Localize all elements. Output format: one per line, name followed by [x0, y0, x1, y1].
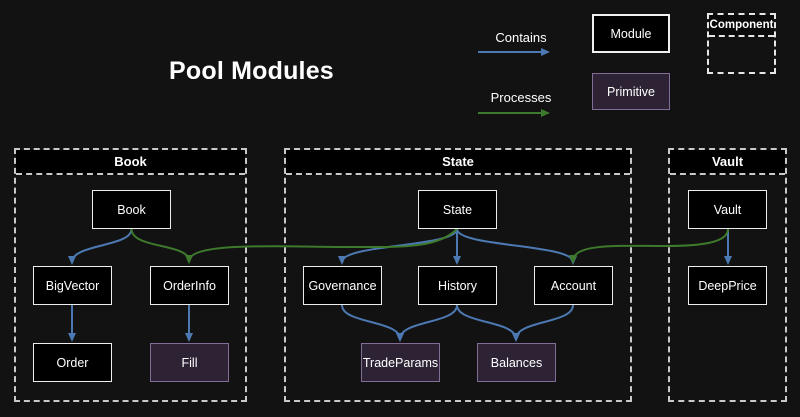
- node-order: Order: [33, 343, 112, 382]
- node-fill-label: Fill: [181, 355, 198, 370]
- container-book: Book: [14, 148, 247, 402]
- node-orderinfo: OrderInfo: [150, 266, 229, 305]
- legend-contains-label: Contains: [495, 30, 547, 45]
- legend-module-swatch: Module: [592, 14, 670, 53]
- edge-account-balances: [512, 304, 574, 342]
- node-history-label: History: [438, 278, 477, 293]
- legend-processes-label: Processes: [490, 90, 552, 105]
- node-balances: Balances: [477, 343, 556, 382]
- legend-module-label: Module: [610, 26, 652, 41]
- node-state-label: State: [442, 202, 473, 217]
- edge-state-account: [456, 228, 577, 265]
- node-tradeparams: TradeParams: [361, 343, 440, 382]
- node-governance-label: Governance: [308, 278, 377, 293]
- node-order-label: Order: [56, 355, 89, 370]
- legend-component-swatch: Component: [707, 13, 776, 74]
- legend-component-label: Component: [709, 15, 774, 37]
- page-title: Pool Modules: [169, 57, 334, 85]
- node-bigvector-label: BigVector: [45, 278, 100, 293]
- container-state: State: [284, 148, 632, 402]
- node-vault-label: Vault: [713, 202, 742, 217]
- container-state-title: State: [286, 150, 630, 175]
- node-vault: Vault: [688, 190, 767, 229]
- node-history: History: [418, 266, 497, 305]
- node-tradeparams-label: TradeParams: [362, 355, 439, 370]
- legend-primitive-label: Primitive: [607, 84, 655, 99]
- node-account-label: Account: [550, 278, 597, 293]
- node-deepprice-label: DeepPrice: [698, 278, 757, 293]
- legend-primitive-swatch: Primitive: [592, 73, 670, 110]
- container-vault-title: Vault: [670, 150, 785, 175]
- node-deepprice: DeepPrice: [688, 266, 767, 305]
- node-book: Book: [92, 190, 171, 229]
- edge-state-orderinfo: [185, 228, 458, 264]
- node-fill: Fill: [150, 343, 229, 382]
- node-account: Account: [534, 266, 613, 305]
- edge-vault-account: [569, 228, 729, 264]
- container-vault: Vault: [668, 148, 787, 402]
- node-book-label: Book: [117, 202, 146, 217]
- node-balances-label: Balances: [490, 355, 543, 370]
- node-state: State: [418, 190, 497, 229]
- node-bigvector: BigVector: [33, 266, 112, 305]
- node-governance: Governance: [303, 266, 382, 305]
- edge-book-orderinfo: [130, 228, 193, 264]
- node-orderinfo-label: OrderInfo: [163, 278, 216, 293]
- edge-book-bigvector: [68, 228, 133, 265]
- edge-history-balances: [456, 304, 520, 342]
- edge-history-tradeparams: [396, 304, 458, 342]
- container-book-title: Book: [16, 150, 245, 175]
- edge-governance-tradeparams: [341, 304, 404, 342]
